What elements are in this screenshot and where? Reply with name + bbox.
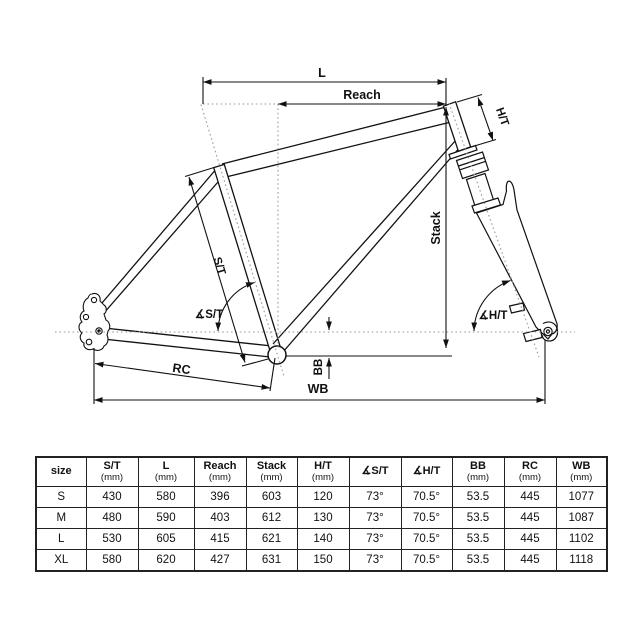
cell: 53.5 bbox=[451, 528, 505, 550]
cell: 590 bbox=[137, 507, 195, 529]
label-bb: BB bbox=[313, 359, 325, 376]
header-st: S/T(mm) bbox=[85, 456, 139, 487]
geometry-table: size S/T(mm) L(mm) Reach(mm) Stack(mm) H… bbox=[35, 456, 608, 572]
cell: 1102 bbox=[555, 528, 608, 550]
cell: L bbox=[35, 528, 87, 550]
cell: S bbox=[35, 486, 87, 508]
cell: 445 bbox=[503, 486, 557, 508]
cell: 631 bbox=[245, 549, 298, 572]
cell: 73° bbox=[348, 549, 402, 572]
row-size-xl: XL 580 620 427 631 150 73° 70.5° 53.5 44… bbox=[35, 549, 608, 572]
cell: 1077 bbox=[555, 486, 608, 508]
cell: 605 bbox=[137, 528, 195, 550]
cell: 73° bbox=[348, 486, 402, 508]
cell: 130 bbox=[296, 507, 350, 529]
steering-axis bbox=[448, 102, 540, 358]
header-rc: RC(mm) bbox=[503, 456, 557, 487]
cell: 620 bbox=[137, 549, 195, 572]
cell: 120 bbox=[296, 486, 350, 508]
label-head-angle: ∡H/T bbox=[479, 309, 508, 322]
label-ht: H/T bbox=[493, 106, 511, 128]
dim-st bbox=[188, 176, 246, 363]
bottom-bracket bbox=[267, 345, 287, 365]
dim-ht bbox=[477, 97, 494, 141]
label-rc: RC bbox=[172, 361, 192, 377]
cell: 621 bbox=[245, 528, 298, 550]
cell: 445 bbox=[503, 549, 557, 572]
cell: 415 bbox=[193, 528, 247, 550]
cell: 70.5° bbox=[400, 486, 453, 508]
cell: 53.5 bbox=[451, 549, 505, 572]
header-bb: BB(mm) bbox=[451, 456, 505, 487]
cell: 445 bbox=[503, 507, 557, 529]
cell: 70.5° bbox=[400, 507, 453, 529]
cell: 53.5 bbox=[451, 486, 505, 508]
dimension-labels: L Reach Stack H/T S/T ∡S/T ∡H/T BB RC WB bbox=[172, 66, 511, 396]
cell: 73° bbox=[348, 507, 402, 529]
header-seat-angle: ∡S/T bbox=[348, 456, 402, 487]
cell: 612 bbox=[245, 507, 298, 529]
header-wb: WB(mm) bbox=[555, 456, 608, 487]
cell: 1118 bbox=[555, 549, 608, 572]
label-wb: WB bbox=[308, 382, 329, 396]
cell: 427 bbox=[193, 549, 247, 572]
cell: 140 bbox=[296, 528, 350, 550]
header-stack: Stack(mm) bbox=[245, 456, 298, 487]
arc-seat-angle bbox=[215, 281, 255, 332]
cell: 53.5 bbox=[451, 507, 505, 529]
header-reach: Reach(mm) bbox=[193, 456, 247, 487]
cell: 403 bbox=[193, 507, 247, 529]
cell: 580 bbox=[137, 486, 195, 508]
frame-outline bbox=[95, 100, 472, 365]
label-L: L bbox=[318, 66, 326, 80]
dimension-lines bbox=[93, 77, 546, 404]
rear-dropout bbox=[78, 292, 111, 351]
label-reach: Reach bbox=[343, 88, 381, 102]
label-stack: Stack bbox=[429, 211, 443, 244]
cell: 445 bbox=[503, 528, 557, 550]
row-size-s: S 430 580 396 603 120 73° 70.5° 53.5 445… bbox=[35, 486, 608, 508]
dim-rc bbox=[94, 361, 271, 390]
cell: 1087 bbox=[555, 507, 608, 529]
cell: 70.5° bbox=[400, 528, 453, 550]
seat-tube-axis bbox=[200, 104, 286, 379]
cell: 396 bbox=[193, 486, 247, 508]
cell: 73° bbox=[348, 528, 402, 550]
header-size: size bbox=[35, 456, 87, 487]
cell: 530 bbox=[85, 528, 139, 550]
arc-head-angle bbox=[471, 279, 511, 332]
cell: 150 bbox=[296, 549, 350, 572]
header-l: L(mm) bbox=[137, 456, 195, 487]
construction-lines bbox=[55, 102, 575, 379]
frame-geometry-diagram: L Reach Stack H/T S/T ∡S/T ∡H/T BB RC WB bbox=[55, 66, 575, 404]
cell: 70.5° bbox=[400, 549, 453, 572]
header-ht: H/T(mm) bbox=[296, 456, 350, 487]
cell: 603 bbox=[245, 486, 298, 508]
cell: XL bbox=[35, 549, 87, 572]
label-st: S/T bbox=[210, 256, 227, 277]
label-seat-angle: ∡S/T bbox=[195, 308, 223, 321]
cell: M bbox=[35, 507, 87, 529]
cell: 580 bbox=[85, 549, 139, 572]
cell: 430 bbox=[85, 486, 139, 508]
header-head-angle: ∡H/T bbox=[400, 456, 453, 487]
row-size-m: M 480 590 403 612 130 73° 70.5° 53.5 445… bbox=[35, 507, 608, 529]
row-size-l: L 530 605 415 621 140 73° 70.5° 53.5 445… bbox=[35, 528, 608, 550]
cell: 480 bbox=[85, 507, 139, 529]
header-row: size S/T(mm) L(mm) Reach(mm) Stack(mm) H… bbox=[35, 456, 608, 487]
